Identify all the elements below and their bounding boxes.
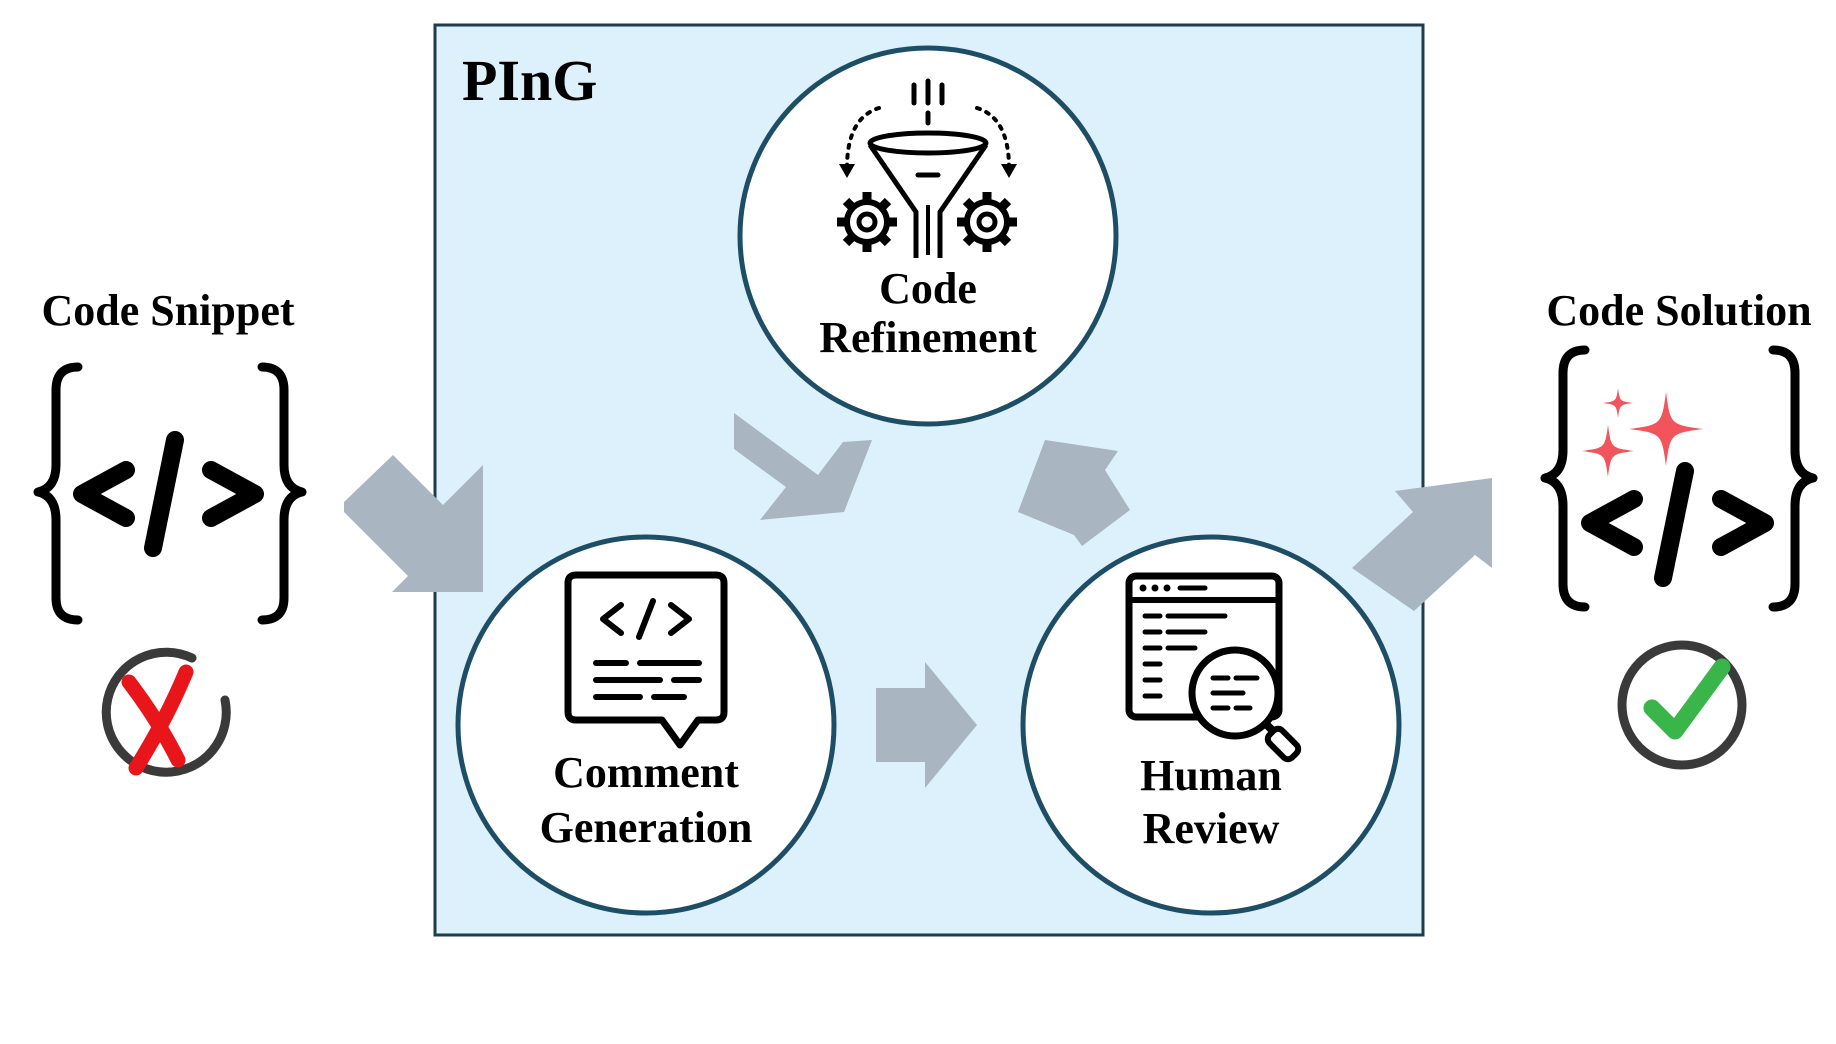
arrow-review-to-output <box>1352 478 1492 611</box>
node-label-line1: Code <box>879 264 977 313</box>
code-magnifier-icon <box>1125 572 1302 763</box>
node-label-line1: Human <box>1140 751 1282 800</box>
framework-title: PInG <box>462 48 597 113</box>
arrow-refinement-to-comment <box>734 413 872 520</box>
node-label-line2: Refinement <box>819 313 1037 362</box>
output-code-solution: Code Solution <box>1540 286 1818 770</box>
node-label-line2: Review <box>1143 804 1280 853</box>
arrow-review-to-refinement <box>1018 440 1130 546</box>
node-label-line2: Generation <box>540 803 753 852</box>
arrow-comment-to-review <box>876 662 977 788</box>
node-code-refinement: Code Refinement <box>737 45 1119 427</box>
output-label: Code Solution <box>1546 286 1811 335</box>
code-chat-icon <box>564 571 728 749</box>
check-status-icon <box>1617 640 1747 770</box>
cross-status-icon <box>101 647 231 777</box>
funnel-gears-icon <box>837 78 1017 258</box>
code-braces-icon <box>1540 345 1818 612</box>
input-code-snippet: Code Snippet <box>33 286 307 777</box>
node-human-review: Human Review <box>1020 534 1402 916</box>
input-label: Code Snippet <box>41 286 294 335</box>
arrow-input-to-comment <box>344 455 483 592</box>
node-comment-generation: Comment Generation <box>455 534 837 916</box>
node-label-line1: Comment <box>553 748 739 797</box>
code-braces-icon <box>33 362 307 625</box>
